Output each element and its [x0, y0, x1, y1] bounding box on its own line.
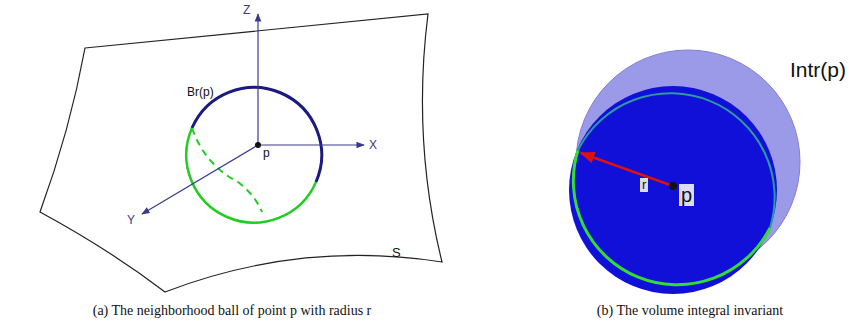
point-label: p	[679, 184, 694, 206]
radius-label: r	[640, 178, 648, 192]
invariant-label: Intr(p)	[790, 58, 846, 81]
z-axis	[257, 14, 258, 145]
ball-hidden-arc	[192, 128, 262, 212]
boundary-arc-upper	[578, 93, 775, 228]
point-label: p	[263, 147, 270, 160]
point-p	[255, 142, 261, 148]
axis-label: Y	[127, 214, 135, 227]
axis-label: X	[369, 139, 377, 152]
x-axis	[258, 144, 364, 145]
radius-arrow	[581, 153, 673, 186]
ball-lower-arc	[186, 128, 316, 223]
caption: (a) The neighborhood ball of point p wit…	[93, 303, 372, 318]
ball-upper-arc	[192, 87, 322, 182]
surface-patch	[40, 14, 442, 292]
inner-volume	[569, 86, 777, 294]
axis-label: Z	[243, 4, 250, 17]
surface-label: S	[392, 246, 401, 260]
y-axis	[142, 145, 258, 214]
ball-label: Br(p)	[187, 86, 214, 99]
caption: (b) The volume integral invariant	[597, 303, 783, 318]
center-p	[669, 182, 677, 190]
surface-boundary-arc	[573, 150, 770, 285]
